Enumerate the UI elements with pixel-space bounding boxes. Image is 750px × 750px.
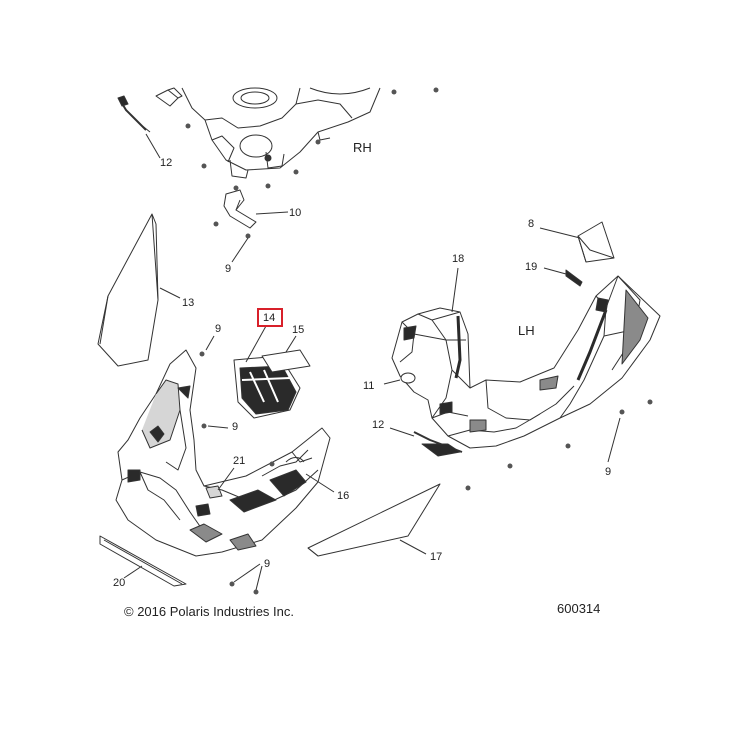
callout-21: 21 xyxy=(233,455,246,467)
callout-9-right: 9 xyxy=(605,466,612,478)
part-12-cable-tie-top xyxy=(117,87,183,159)
callout-10: 10 xyxy=(289,207,302,219)
callout-13: 13 xyxy=(182,297,195,309)
lh-label: LH xyxy=(518,323,535,338)
fastener-icons-top xyxy=(185,87,439,239)
rh-frame-assembly xyxy=(181,87,381,179)
copyright-text: © 2016 Polaris Industries Inc. xyxy=(124,604,294,619)
callout-17: 17 xyxy=(430,551,443,563)
part-11-grommet xyxy=(383,372,416,385)
callout-12-top: 12 xyxy=(160,157,173,169)
callout-8: 8 xyxy=(528,218,535,230)
callout-11: 11 xyxy=(363,380,375,392)
drawing-number: 600314 xyxy=(557,601,601,616)
part-19-key xyxy=(543,267,583,287)
part-20-decal xyxy=(99,535,187,587)
fastener-icons-left xyxy=(199,351,275,595)
part-8-wedge xyxy=(539,221,615,263)
fastener-icons-right xyxy=(465,399,653,491)
callout-9-upper: 9 xyxy=(225,263,232,275)
part-12-cable-tie-right xyxy=(389,427,463,457)
leader-9-right xyxy=(607,417,621,463)
part-14-panel xyxy=(233,325,301,419)
callout-19: 19 xyxy=(525,261,538,273)
part-17-decal xyxy=(307,483,441,557)
lh-side-assembly xyxy=(391,267,661,449)
callout-20: 20 xyxy=(113,577,126,589)
callout-9-left-mid: 9 xyxy=(215,323,222,335)
callout-9-left-lower: 9 xyxy=(232,421,239,433)
callout-15: 15 xyxy=(292,324,305,336)
fastener-leaders-left xyxy=(205,335,263,591)
rh-label: RH xyxy=(353,140,372,155)
callout-16: 16 xyxy=(337,490,350,502)
front-nose-assembly xyxy=(115,349,335,557)
part-15-decal xyxy=(261,335,311,373)
callout-14-highlight-box xyxy=(257,308,283,327)
callout-18: 18 xyxy=(452,253,465,265)
callout-12-right: 12 xyxy=(372,419,385,431)
part-10-bracket xyxy=(223,189,289,263)
part-13-side-panel xyxy=(97,213,181,367)
callout-14: 14 xyxy=(263,312,276,324)
callout-9-bottom: 9 xyxy=(264,558,271,570)
